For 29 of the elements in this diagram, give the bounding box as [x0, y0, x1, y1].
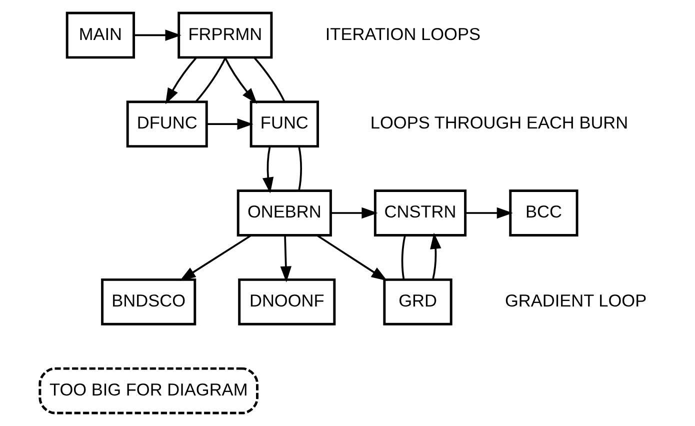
node-box: GRD	[382, 278, 452, 326]
connector	[194, 57, 226, 102]
node-box: BNDSCO	[100, 278, 196, 326]
node-box: DNOONF	[238, 278, 336, 326]
arrow	[430, 232, 441, 280]
arrow	[280, 236, 292, 282]
arrow	[164, 57, 196, 104]
arrow	[179, 234, 252, 281]
label: LOOPS THROUGH EACH BURN	[370, 112, 628, 133]
connector	[400, 235, 406, 280]
arrow	[262, 146, 274, 194]
node-box: FUNC	[249, 100, 318, 148]
arrow	[134, 30, 181, 41]
node-box: TOO BIG FOR DIAGRAM	[38, 367, 258, 414]
node-box: DFUNC	[126, 100, 208, 148]
label: ITERATION LOOPS	[324, 24, 480, 44]
arrow	[206, 118, 253, 130]
node-box: ONEBRN	[236, 190, 332, 236]
node-box: MAIN	[65, 12, 135, 59]
node-box: CNSTRN	[373, 190, 466, 236]
connector	[298, 146, 302, 191]
arrow	[316, 234, 387, 281]
connector	[253, 57, 285, 102]
node-box: BCC	[508, 190, 578, 236]
label: GRADIENT LOOP	[504, 290, 646, 310]
arrow	[224, 57, 257, 104]
arrow	[465, 207, 512, 219]
node-box: FRPRMN	[177, 12, 272, 59]
arrow	[330, 207, 378, 219]
